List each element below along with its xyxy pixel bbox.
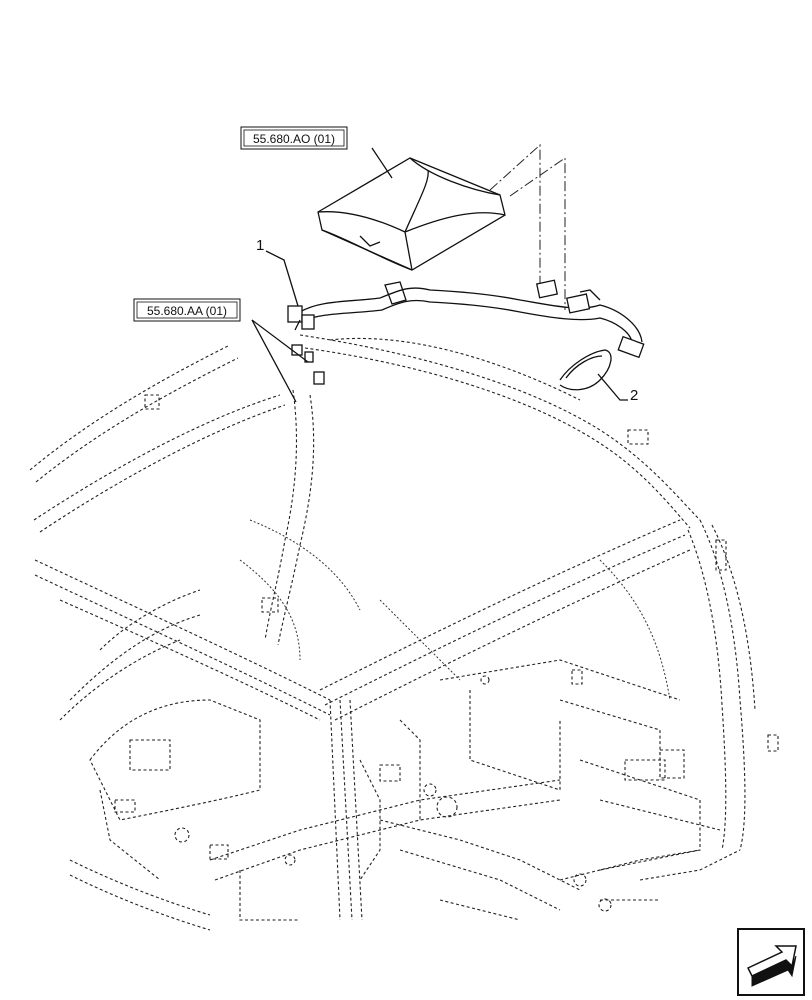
cable-strap — [559, 349, 612, 391]
ref-box-2-label: 55.680.AA (01) — [147, 304, 227, 318]
item-1-label: 1 — [256, 237, 264, 254]
item-2-label: 2 — [630, 387, 638, 404]
wire-harness — [287, 279, 645, 359]
assembly-lines — [489, 143, 566, 310]
control-unit-cover — [317, 157, 506, 271]
ref-box-1-label: 55.680.AO (01) — [253, 132, 335, 146]
callout-ref-box-2[interactable]: 55.680.AA (01) — [133, 298, 309, 403]
next-page-arrow-icon[interactable] — [737, 928, 805, 996]
cab-frame-outline — [29, 334, 779, 931]
callout-ref-box-1[interactable]: 55.680.AO (01) — [240, 126, 393, 179]
callout-item-1[interactable]: 1 — [256, 237, 299, 307]
lower-harness — [264, 344, 325, 646]
callout-item-2[interactable]: 2 — [597, 373, 638, 404]
